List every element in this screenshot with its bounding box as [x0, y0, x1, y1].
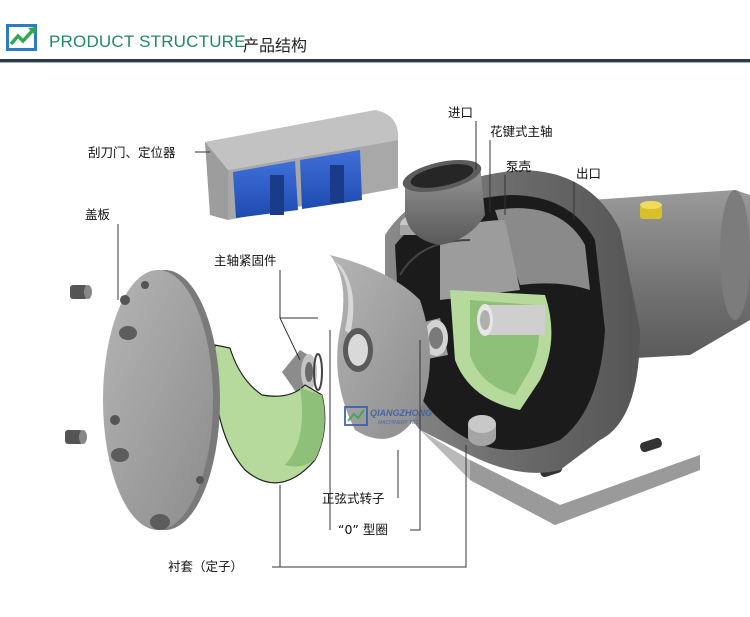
- label-shaft-fastener: 主轴紧固件: [214, 253, 277, 268]
- label-scraper-door: 刮刀门、定位器: [88, 145, 176, 160]
- watermark-brand: QIANGZHONG: [370, 408, 432, 418]
- page-header: PRODUCT STRUCTURE 产品结构: [0, 0, 750, 62]
- spline-shaft: [477, 304, 545, 336]
- shaft-fastener-nut: [282, 350, 323, 392]
- header-divider: [0, 59, 750, 62]
- label-inlet: 进口: [448, 105, 473, 120]
- header-divider-light: [0, 62, 750, 63]
- label-liner-stator: 衬套（定子）: [168, 559, 243, 574]
- label-cover-plate: 盖板: [85, 207, 111, 222]
- cover-bolts: [65, 285, 92, 444]
- liner-stator: [213, 344, 326, 484]
- label-outlet: 出口: [576, 166, 601, 181]
- scraper-door-block: [205, 110, 399, 220]
- cover-plate: [103, 270, 220, 530]
- label-spline-shaft: 花键式主轴: [490, 124, 553, 139]
- leader-lines: [117, 121, 575, 568]
- sine-rotor: [330, 255, 430, 439]
- page-title-chinese: 产品结构: [243, 36, 308, 55]
- brand-logo-icon: [6, 24, 37, 51]
- label-o-ring: “0” 型圈: [338, 522, 388, 537]
- watermark-sub: MACHINERY TEC: [378, 420, 420, 426]
- pump-exploded-diagram: QIANGZHONG MACHINERY TEC 刮刀门、定位器 盖板 主轴紧固…: [65, 105, 750, 574]
- page-title-english: PRODUCT STRUCTURE: [49, 32, 246, 51]
- watermark: QIANGZHONG MACHINERY TEC: [344, 406, 432, 426]
- inlet-pipe: [402, 159, 485, 245]
- label-sine-rotor: 正弦式转子: [322, 491, 385, 506]
- label-pump-housing: 泵壳: [506, 159, 531, 174]
